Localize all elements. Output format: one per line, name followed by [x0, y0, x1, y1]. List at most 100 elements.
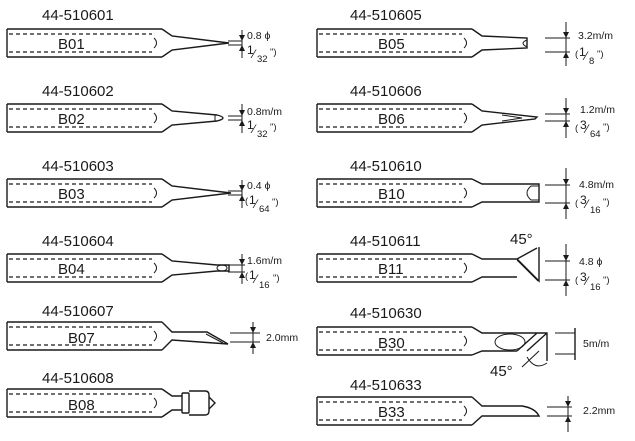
svg-text:3: 3 [580, 270, 587, 284]
svg-text:16: 16 [590, 205, 601, 216]
svg-text:32: 32 [257, 54, 268, 65]
dimension-marker [545, 168, 570, 219]
svg-text:8: 8 [589, 56, 594, 67]
svg-text:16: 16 [590, 282, 601, 293]
dimension-marker [545, 244, 570, 296]
svg-text:(: ( [245, 271, 249, 282]
tip-code: B33 [378, 404, 405, 421]
dimension-marker [545, 98, 570, 138]
tip-code: B05 [378, 36, 405, 53]
part-number: 44-510607 [42, 303, 114, 320]
dimension-imperial: ( 3 ⁄ 64 ") [575, 118, 610, 140]
tip-shank [316, 247, 540, 283]
dimension-imperial: ( 3 ⁄ 16 ") [575, 193, 610, 216]
part-number: 44-510611 [350, 233, 421, 250]
tip-shank [316, 103, 539, 133]
tip-b06: 44-510606 B06 1.2m/m ( 3 ⁄ 64 ") [316, 83, 615, 140]
svg-text:16: 16 [259, 280, 270, 291]
part-number: 44-510630 [350, 305, 422, 322]
dimension-arrow-icon [239, 185, 245, 191]
svg-text:"): ") [272, 197, 279, 208]
dimension-metric: 2.2mm [583, 405, 615, 417]
dimension-arrow-icon [239, 195, 245, 201]
svg-text:⁄: ⁄ [250, 122, 257, 136]
dimension-arrow-icon [563, 32, 569, 38]
tip-code: B06 [378, 111, 405, 128]
svg-text:3: 3 [580, 118, 587, 132]
dimension-arrow-icon [563, 52, 569, 58]
svg-text:"): ") [270, 122, 277, 133]
dimension-arrow-icon [250, 327, 256, 333]
dimension-metric: 1.2m/m [580, 104, 615, 116]
dimension-metric: 0.8m/m [247, 106, 282, 118]
svg-text:(: ( [575, 275, 579, 286]
dimension-arrow-icon [563, 203, 569, 209]
tip-code: B03 [58, 186, 85, 203]
svg-text:⁄: ⁄ [250, 47, 257, 61]
dimension-arrow-icon [239, 259, 245, 265]
part-number: 44-510605 [350, 7, 422, 24]
svg-text:(: ( [575, 49, 579, 60]
tip-b33: 44-510633 B33 2.2mm [316, 377, 615, 432]
svg-text:"): ") [270, 47, 277, 58]
svg-text:(: ( [575, 123, 579, 134]
dimension-metric: 4.8m/m [579, 179, 614, 191]
part-number: 44-510633 [350, 377, 422, 394]
tip-shank [316, 28, 528, 58]
svg-text:"): ") [597, 49, 604, 60]
svg-text:"): ") [603, 275, 610, 286]
dimension-arrow-icon [563, 108, 569, 114]
tip-shank [6, 178, 232, 208]
dimension-arrow-icon [565, 416, 571, 422]
svg-text:"): ") [273, 273, 280, 284]
dimension-marker [547, 396, 572, 432]
tip-b30: 44-510630 45° B30 5m/m [316, 305, 610, 380]
tip-code: B08 [68, 397, 95, 414]
dimension-metric: 5m/m [583, 338, 610, 350]
svg-text:⁄: ⁄ [252, 197, 259, 211]
svg-text:3: 3 [580, 193, 587, 207]
tip-code: B02 [58, 111, 85, 128]
svg-text:⁄: ⁄ [583, 197, 590, 211]
tip-b11: 44-510611 45° B11 4.8 ϕ ( 3 ⁄ 16 ") [316, 231, 610, 296]
dimension-arrow-icon [563, 280, 569, 286]
svg-text:⁄: ⁄ [252, 272, 259, 286]
dimension-marker [228, 104, 245, 133]
tip-shank [6, 28, 230, 58]
dimension-imperial: 1 ⁄ 32 ") [247, 43, 277, 65]
dimension-marker [230, 322, 260, 354]
svg-text:1: 1 [249, 193, 256, 207]
dimension-arrow-icon [239, 110, 245, 116]
tip-shank [316, 326, 548, 368]
svg-text:⁄: ⁄ [583, 274, 590, 288]
svg-text:1: 1 [247, 118, 254, 132]
angle-label: 45° [510, 231, 533, 248]
tip-b03: 44-510603 B03 0.4 ϕ ( 1 ⁄ 64 ") [6, 158, 279, 215]
dimension-arrow-icon [563, 121, 569, 127]
svg-text:64: 64 [259, 204, 270, 215]
tip-code: B01 [58, 36, 85, 53]
tip-code: B30 [378, 335, 405, 352]
tip-code: B07 [68, 330, 95, 347]
dimension-marker [545, 22, 570, 66]
dimension-arrow-icon [250, 342, 256, 348]
part-number: 44-510601 [42, 7, 114, 24]
tip-shank [6, 253, 230, 283]
tip-shank [316, 396, 541, 426]
tip-b08: 44-510608 B08 [6, 370, 216, 418]
dimension-marker [555, 328, 576, 360]
dimension-imperial: ( 1 ⁄ 16 ") [245, 268, 280, 291]
dimension-metric: 4.8 ϕ [579, 256, 603, 268]
tip-b05: 44-510605 B05 3.2m/m ( 1 ⁄ 8 ") [316, 7, 613, 67]
dimension-marker [228, 30, 245, 58]
svg-text:1: 1 [247, 43, 254, 57]
dimension-arrow-icon [239, 272, 245, 278]
dimension-arrow-icon [563, 179, 569, 185]
tip-b01: 44-510601 B01 0.8 ϕ 1 ⁄ 32 ") [6, 7, 277, 65]
dimension-imperial: ( 1 ⁄ 64 ") [245, 193, 279, 215]
tip-b04: 44-510604 B04 1.6m/m ( 1 ⁄ 16 ") [6, 233, 282, 291]
part-number: 44-510603 [42, 158, 114, 175]
part-number: 44-510602 [42, 83, 114, 100]
dimension-imperial: ( 1 ⁄ 8 ") [575, 45, 604, 67]
